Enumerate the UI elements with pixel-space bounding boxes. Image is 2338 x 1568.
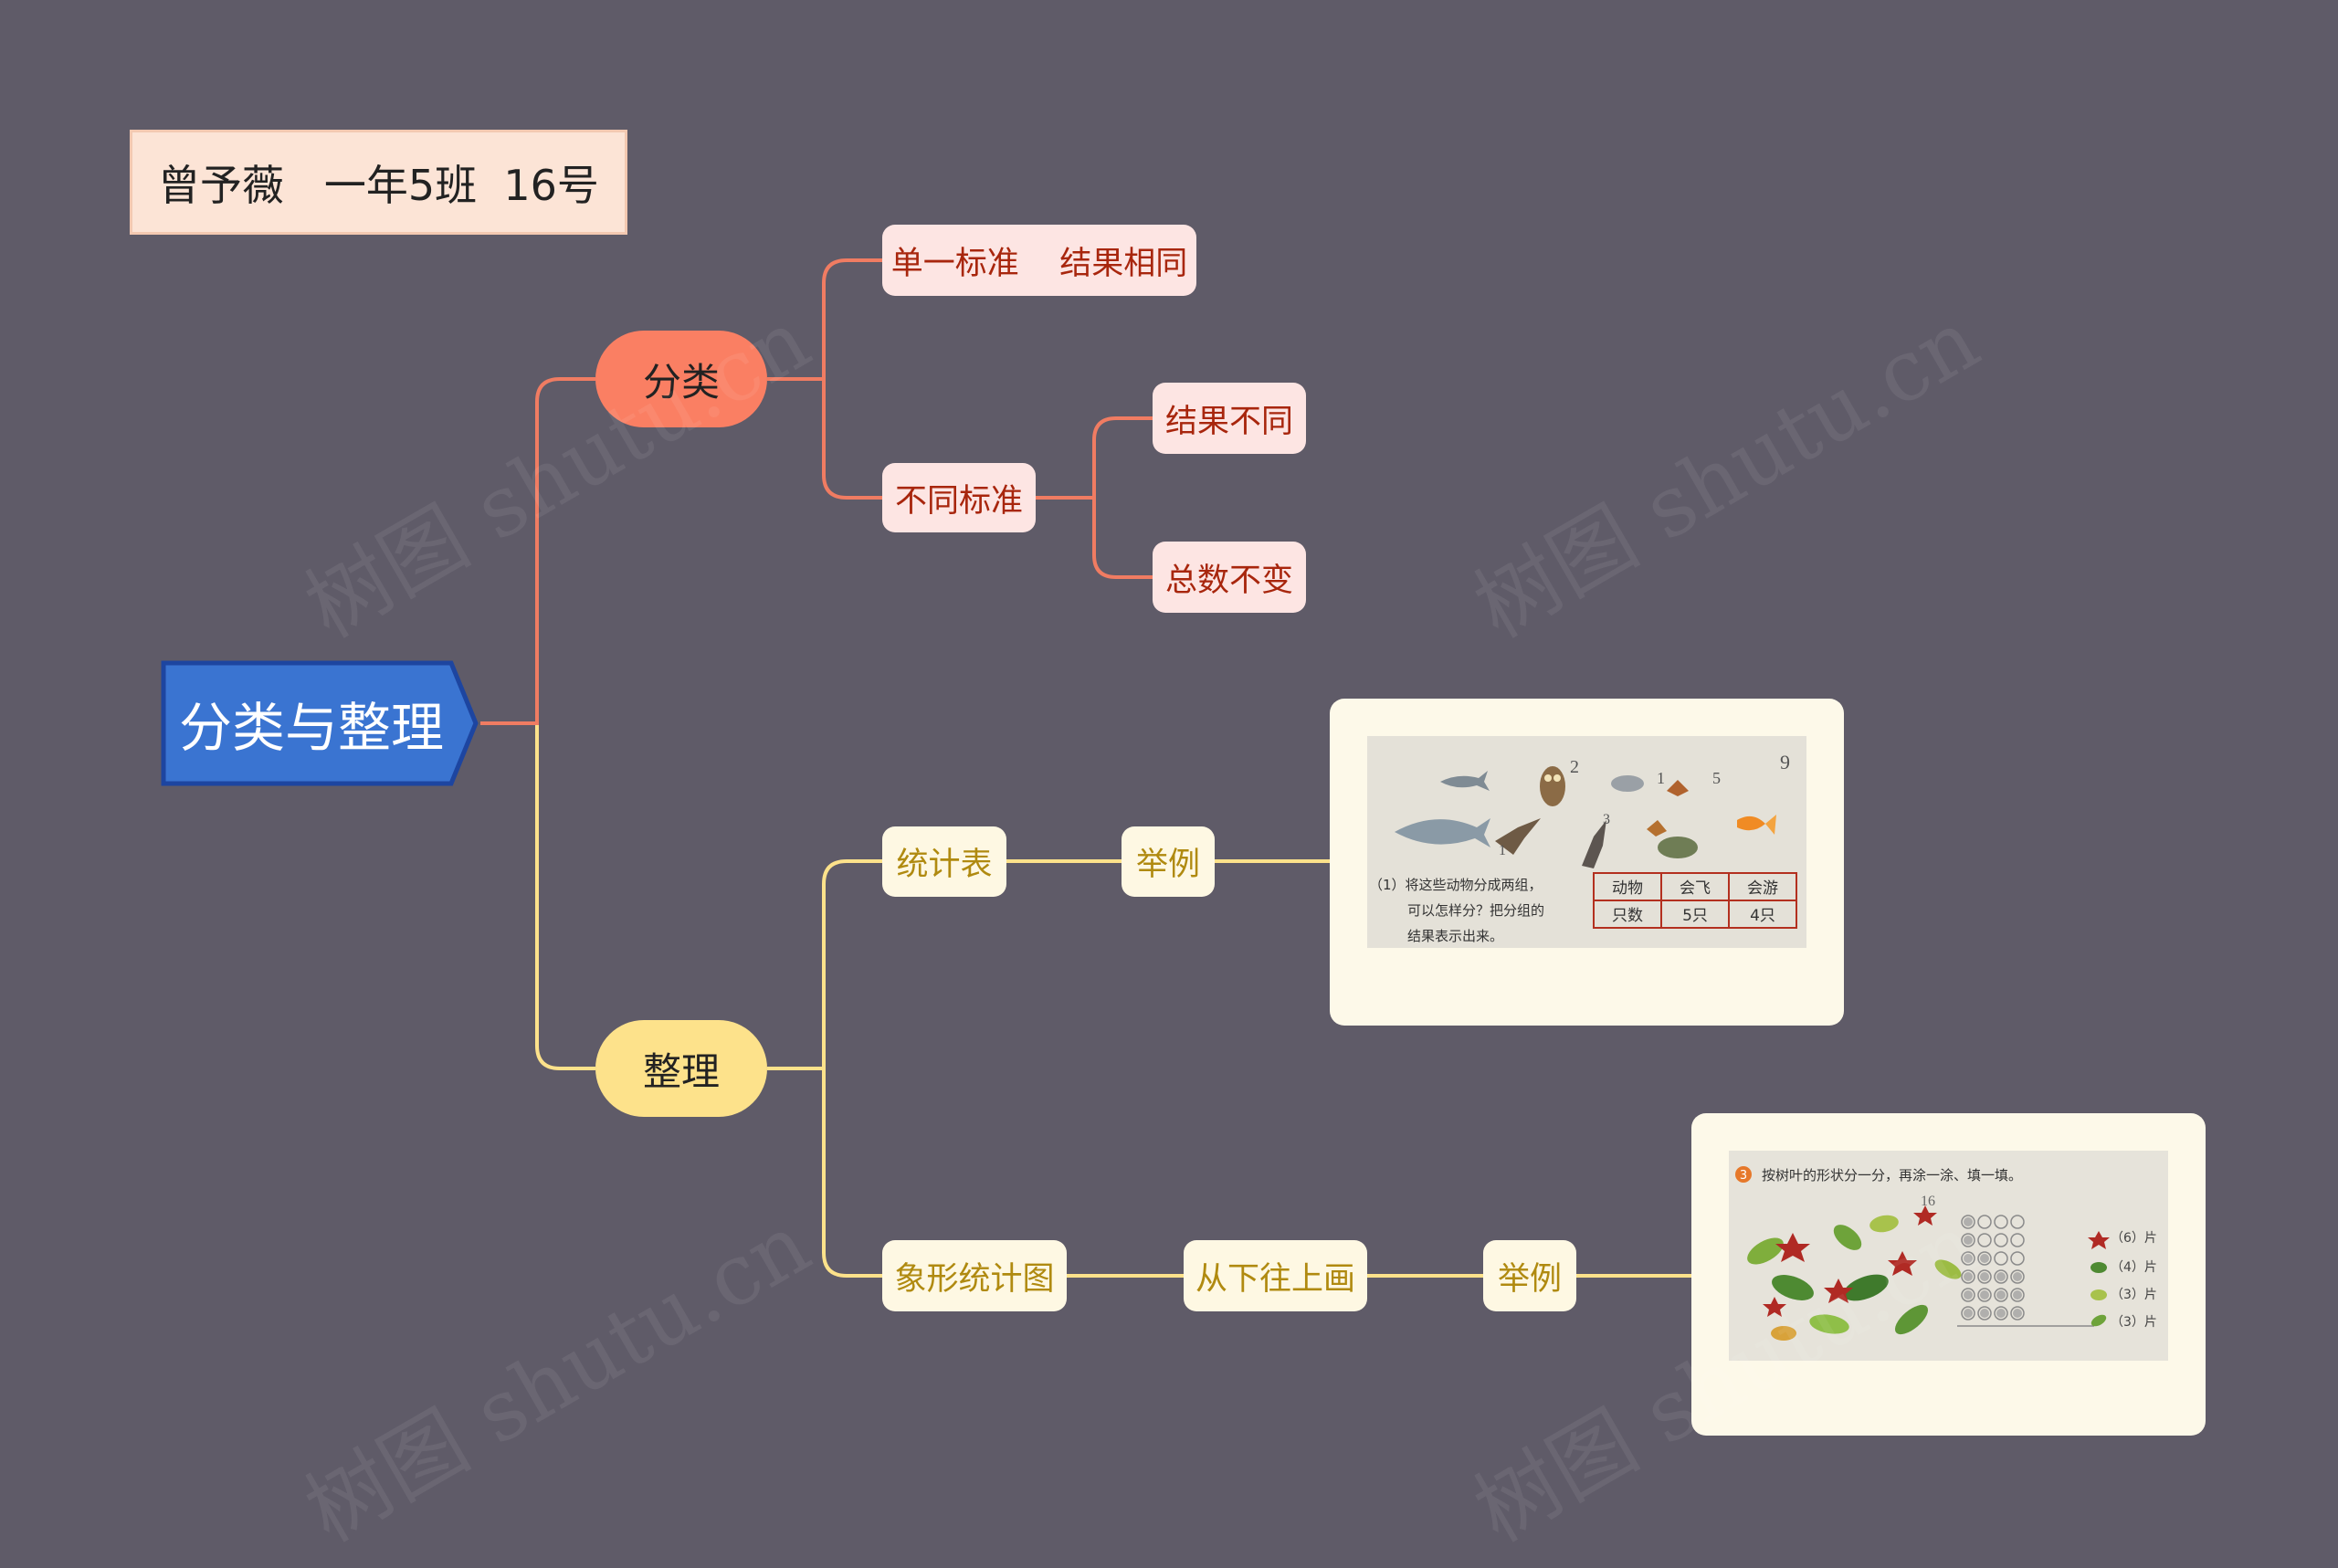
butterfly-icon	[1667, 780, 1689, 796]
eagle-icon	[1582, 820, 1606, 868]
leaf-count: （6）片	[2111, 1231, 2157, 1246]
handwritten-number: 1	[1499, 843, 1506, 858]
node-result-different[interactable]: 结果不同	[1153, 383, 1306, 454]
owl-icon	[1540, 766, 1565, 806]
table-cell: 动物	[1612, 879, 1643, 898]
root-node-label: 分类与整理	[178, 697, 444, 759]
node-single-standard[interactable]: 单一标准 结果相同	[882, 225, 1196, 296]
table-cell: 会飞	[1680, 879, 1711, 898]
node-classify[interactable]: 分类	[595, 331, 767, 427]
question-line: 可以怎样分？把分组的	[1407, 902, 1544, 919]
leaf-cluster	[1747, 1215, 1962, 1341]
author-note: 曾予薇 一年5班 16号	[130, 130, 627, 235]
pictograph-marks	[1964, 1217, 2022, 1318]
animals-illustration: 2 1 5 9 1 3 （1）将这些动物分成两组， 可以怎样分？把分组的 结果表…	[1367, 736, 1806, 948]
table-cell: 会游	[1747, 879, 1778, 898]
question-text: 按树叶的形状分一分，再涂一涂、填一填。	[1762, 1167, 2022, 1184]
pictograph-grid	[1957, 1215, 2094, 1327]
leaf-count: （3）片	[2111, 1288, 2157, 1302]
leaf-count: （3）片	[2111, 1315, 2157, 1330]
root-node[interactable]: 分类与整理	[161, 660, 480, 786]
node-table-example[interactable]: 举例	[1122, 826, 1215, 897]
table-cell: 4只	[1750, 907, 1775, 925]
node-different-standard[interactable]: 不同标准	[882, 463, 1036, 532]
textbook-photo-animals: 2 1 5 9 1 3 （1）将这些动物分成两组， 可以怎样分？把分组的 结果表…	[1367, 736, 1806, 948]
handwritten-number: 5	[1712, 769, 1721, 787]
handwritten-number: 16	[1921, 1194, 1935, 1209]
turtle-icon	[1658, 837, 1698, 858]
node-statistics-table[interactable]: 统计表	[882, 826, 1006, 897]
leaf-count: （4）片	[2111, 1260, 2157, 1275]
textbook-photo-leaves: 3 按树叶的形状分一分，再涂一涂、填一填。 16	[1729, 1151, 2168, 1361]
question-line: （1）将这些动物分成两组，	[1369, 877, 1543, 893]
moth-icon	[1647, 820, 1667, 837]
node-draw-bottom-up[interactable]: 从下往上画	[1184, 1240, 1367, 1311]
handwritten-number: 9	[1780, 751, 1790, 773]
shark-icon	[1395, 818, 1490, 847]
root-node-shape	[161, 660, 479, 786]
star-leaves	[1763, 1205, 1937, 1317]
bird-icon	[1495, 818, 1541, 855]
handwritten-number: 2	[1570, 757, 1579, 777]
question-badge	[1735, 1166, 1752, 1183]
leaves-illustration: 3 按树叶的形状分一分，再涂一涂、填一填。 16	[1729, 1151, 2168, 1361]
question-line: 结果表示出来。	[1407, 928, 1503, 944]
node-pictograph-example[interactable]: 举例	[1483, 1240, 1576, 1311]
table-cell: 5只	[1682, 907, 1708, 925]
node-pictograph[interactable]: 象形统计图	[882, 1240, 1067, 1311]
table-cell: 只数	[1612, 907, 1643, 925]
question-badge-number: 3	[1740, 1169, 1747, 1183]
handwritten-number: 3	[1603, 812, 1610, 827]
goldfish-icon	[1737, 816, 1765, 831]
handwritten-table	[1593, 872, 1797, 929]
node-organize[interactable]: 整理	[595, 1020, 767, 1117]
pigeon-icon	[1611, 775, 1644, 792]
node-total-unchanged[interactable]: 总数不变	[1153, 542, 1306, 613]
image-card-animals[interactable]: 2 1 5 9 1 3 （1）将这些动物分成两组， 可以怎样分？把分组的 结果表…	[1330, 699, 1844, 1026]
fish-icon	[1440, 771, 1490, 791]
handwritten-number: 1	[1657, 769, 1665, 787]
image-card-leaves[interactable]: 3 按树叶的形状分一分，再涂一涂、填一填。 16	[1691, 1113, 2206, 1436]
